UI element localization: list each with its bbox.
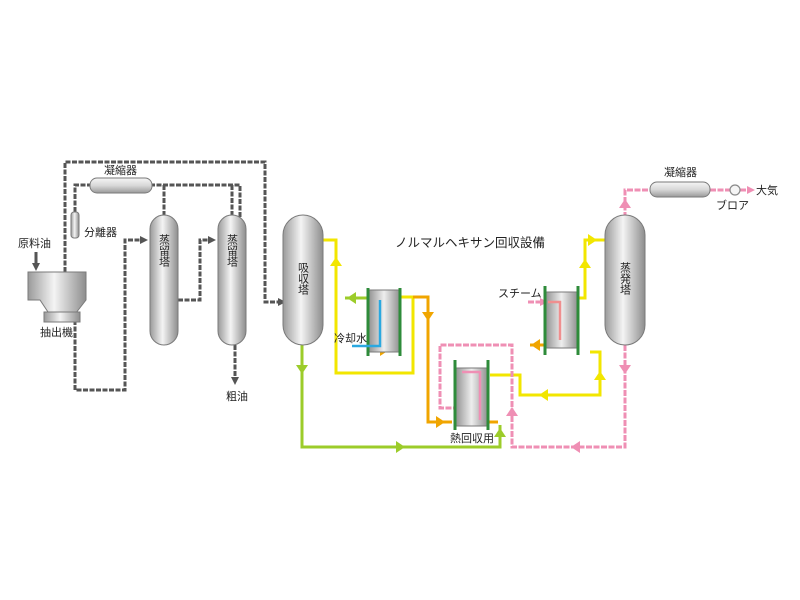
arrow-green-right bbox=[396, 441, 405, 453]
labels: ノルマルヘキサン回収設備 原料油 抽出機 分離器 凝縮器 粗油 冷却水 熱回収用… bbox=[18, 163, 778, 445]
vent-lines bbox=[438, 186, 755, 449]
arrow-pink-down bbox=[619, 365, 631, 374]
condenser-left bbox=[89, 177, 153, 194]
absorber-column bbox=[282, 214, 324, 346]
label-crude-oil: 粗油 bbox=[226, 389, 248, 403]
label-feed-oil: 原料油 bbox=[18, 236, 51, 250]
evaporator-vapor-line bbox=[623, 188, 650, 218]
label-blower: ブロア bbox=[716, 198, 749, 212]
arrow-orange-left bbox=[531, 339, 540, 351]
solvent-vapor-line bbox=[63, 160, 286, 306]
label-separator: 分離器 bbox=[84, 225, 117, 239]
arrow-green-left bbox=[347, 292, 356, 304]
condenser-right bbox=[649, 181, 711, 198]
arrow-yellow-evap-right bbox=[588, 234, 597, 246]
label-absorber: 吸収塔 bbox=[297, 262, 310, 296]
arrow-pink-top bbox=[619, 199, 631, 208]
hot-oil-to-heat-recovery bbox=[413, 295, 452, 424]
steam-heater-exchanger bbox=[543, 286, 580, 355]
cooling-water-line bbox=[352, 300, 382, 348]
evaporator-feed-line bbox=[545, 238, 605, 300]
arrow-green-up bbox=[494, 428, 506, 437]
arrow-yellow-absorber-top bbox=[330, 257, 342, 266]
miscella-line bbox=[73, 236, 148, 392]
evaporator-column bbox=[604, 214, 646, 346]
label-steam: スチーム bbox=[498, 287, 542, 300]
label-condenser-left: 凝縮器 bbox=[104, 163, 137, 177]
arrow-yellow-evap bbox=[579, 259, 591, 268]
blower bbox=[729, 184, 741, 196]
distillation-column-2 bbox=[217, 214, 247, 346]
lean-oil-to-absorber bbox=[323, 238, 415, 375]
label-distillation-2: 蒸留塔 bbox=[226, 234, 239, 268]
heat-recovery-exchanger bbox=[453, 360, 490, 430]
separator bbox=[70, 211, 80, 239]
distillation-column-1 bbox=[149, 214, 179, 346]
column-transfer-line bbox=[178, 236, 216, 302]
arrow-pink-left bbox=[571, 441, 580, 453]
label-extractor: 抽出機 bbox=[40, 325, 73, 339]
label-evaporator: 蒸発塔 bbox=[619, 262, 632, 296]
extractor bbox=[27, 271, 87, 323]
arrow-yellow-left bbox=[539, 389, 548, 401]
arrow-orange-right-2 bbox=[436, 416, 445, 428]
label-heat-recovery: 熱回収用 bbox=[450, 432, 494, 445]
arrow-green-down bbox=[296, 365, 308, 374]
heat-recovery-yellow bbox=[490, 350, 602, 397]
condenser-outlet-line bbox=[150, 183, 242, 230]
evaporator-bottom-return bbox=[438, 343, 627, 449]
arrow-yellow-up bbox=[594, 371, 606, 380]
label-cooling-water: 冷却水 bbox=[334, 332, 367, 345]
arrow-pink-up bbox=[506, 407, 518, 416]
label-condenser-right: 凝縮器 bbox=[664, 165, 697, 179]
arrow-orange-down bbox=[422, 312, 434, 321]
label-atmosphere: 大気 bbox=[756, 183, 778, 197]
diagram-title: ノルマルヘキサン回収設備 bbox=[395, 235, 545, 250]
label-distillation-1: 蒸留塔 bbox=[158, 234, 171, 268]
cooler-exchanger bbox=[352, 288, 402, 356]
